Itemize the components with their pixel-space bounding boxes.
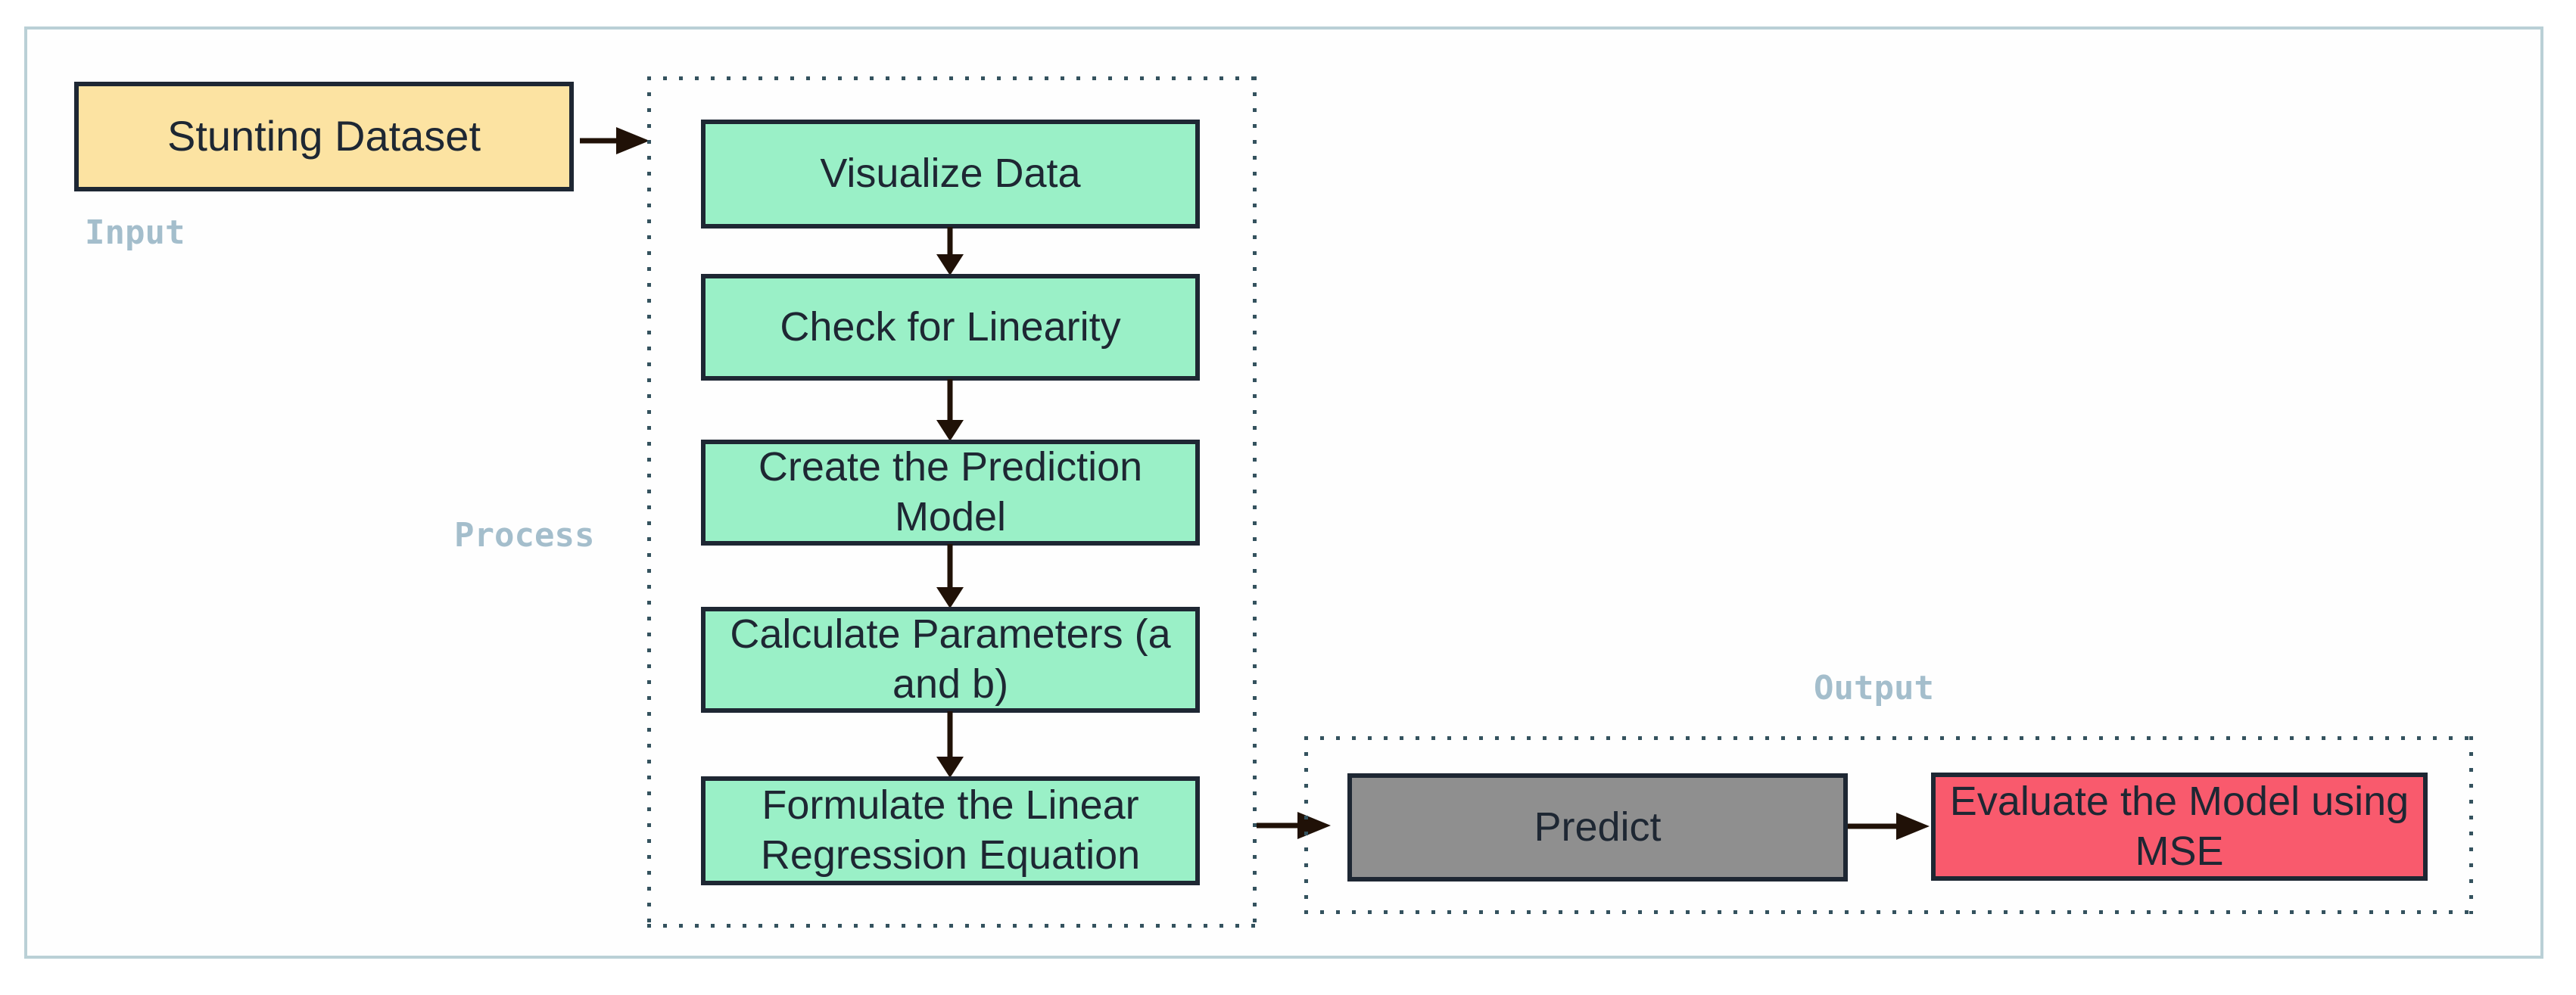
arrow-stem (1257, 822, 1300, 829)
process-step-create-model: Create the Prediction Model (701, 440, 1200, 546)
arrow-head-icon (936, 757, 964, 778)
evaluate-mse-box-label: Evaluate the Model using MSE (1949, 778, 2409, 874)
arrow-input-to-process (580, 126, 649, 156)
input-dataset-box-label: Stunting Dataset (167, 112, 481, 160)
process-step-label: Calculate Parameters (a and b) (730, 611, 1171, 707)
predict-box: Predict (1347, 773, 1848, 882)
arrow-model-to-parameters (936, 544, 964, 608)
input-section-label: Input (85, 213, 185, 252)
arrow-stem (947, 379, 953, 421)
process-step-calculate-parameters: Calculate Parameters (a and b) (701, 607, 1200, 713)
arrow-head-icon (936, 587, 964, 608)
process-step-visualize-data: Visualize Data (701, 120, 1200, 229)
predict-box-label: Predict (1534, 804, 1662, 850)
arrow-visualize-to-linearity (936, 227, 964, 275)
input-dataset-box: Stunting Dataset (74, 82, 574, 191)
arrow-stem (580, 138, 619, 144)
process-step-label: Formulate the Linear Regression Equation (760, 782, 1141, 878)
arrow-linearity-to-model (936, 379, 964, 441)
arrow-stem (1848, 823, 1899, 829)
arrow-head-icon (1896, 813, 1930, 840)
arrow-head-icon (616, 127, 649, 154)
process-section-label: Process (454, 516, 595, 555)
process-step-check-linearity: Check for Linearity (701, 274, 1200, 381)
evaluate-mse-box: Evaluate the Model using MSE (1931, 773, 2428, 881)
process-step-label: Visualize Data (820, 151, 1081, 197)
process-step-label: Check for Linearity (780, 303, 1121, 350)
arrow-stem (947, 544, 953, 589)
arrow-predict-to-evaluate (1848, 811, 1930, 841)
process-step-label: Create the Prediction Model (758, 444, 1143, 539)
arrow-stem (947, 227, 953, 256)
arrow-head-icon (936, 420, 964, 441)
output-section-label: Output (1814, 669, 1934, 707)
arrow-parameters-to-equation (936, 711, 964, 778)
arrow-stem (947, 711, 953, 758)
arrow-head-icon (936, 254, 964, 275)
process-step-formulate-equation: Formulate the Linear Regression Equation (701, 776, 1200, 885)
